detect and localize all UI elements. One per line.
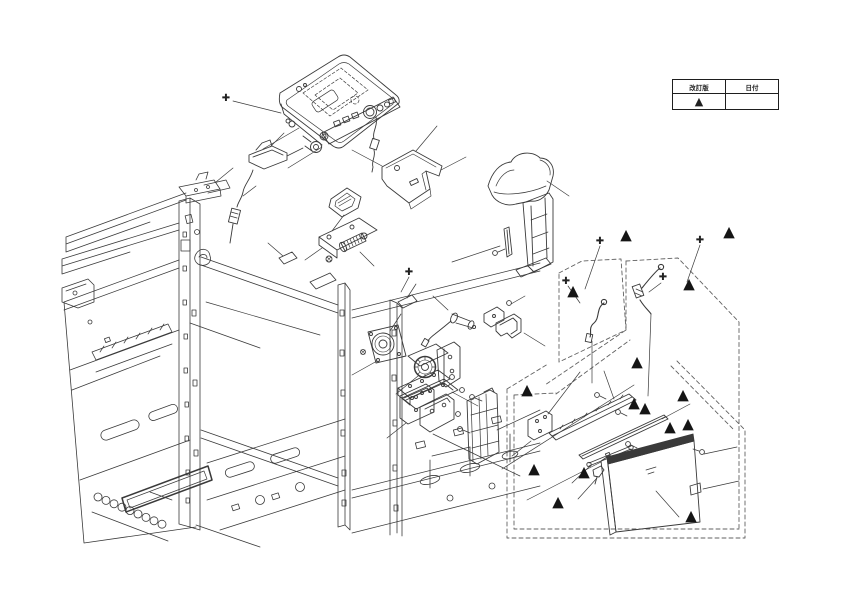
front-cover-assembly	[527, 393, 702, 536]
screw	[449, 374, 455, 380]
small-parts-cluster	[420, 306, 522, 348]
motor-mount-assembly	[278, 149, 443, 309]
speaker	[371, 332, 395, 356]
screw	[457, 426, 471, 434]
screw	[615, 409, 628, 417]
button-band	[321, 96, 401, 145]
panel-cable	[373, 116, 377, 140]
screw	[506, 300, 512, 306]
panel-buttons	[319, 97, 396, 141]
screw-heads	[360, 248, 705, 455]
bracket-channel	[522, 192, 554, 273]
region-left	[558, 258, 627, 363]
u-bracket	[495, 313, 522, 339]
operation-panel	[278, 54, 401, 173]
screw	[594, 392, 607, 400]
inner-cover	[466, 389, 500, 465]
region-outer	[506, 360, 746, 539]
front-cover	[607, 440, 701, 533]
side-cover-bracket	[487, 152, 554, 278]
revision-col-header: 改訂版	[672, 79, 726, 94]
screw	[625, 441, 638, 449]
cover-bracket	[399, 383, 435, 425]
clip-part	[278, 251, 298, 265]
panel-support-bracket	[381, 149, 443, 204]
dashed-regions	[506, 257, 746, 539]
damper-roller	[450, 312, 458, 324]
revision-table: 改訂版 日付 ▲	[672, 79, 779, 110]
connector-cable	[236, 169, 254, 208]
date-col-header: 日付	[725, 79, 779, 94]
revision-marker-cell: ▲	[672, 93, 726, 110]
motor-plate	[318, 217, 378, 259]
support-rail	[578, 414, 669, 460]
screw	[360, 349, 366, 355]
screw	[459, 387, 465, 393]
gear-pulley	[413, 355, 437, 379]
screw	[455, 411, 461, 417]
cover-label	[689, 482, 702, 496]
leader-lines	[205, 100, 740, 518]
lower-plate	[401, 378, 459, 410]
top-rail	[548, 393, 637, 441]
panel-hidden-lines	[302, 67, 369, 117]
panel-bracket-and-cable	[227, 139, 288, 244]
speaker-assembly	[367, 324, 407, 364]
screw	[469, 394, 483, 402]
strip-plate	[503, 226, 513, 258]
harness-cables	[584, 263, 665, 343]
guide-funnel	[328, 187, 362, 218]
left-harness	[589, 302, 605, 338]
roller-wire	[427, 320, 452, 342]
screw	[492, 248, 506, 256]
main-chassis-frame	[61, 171, 541, 548]
inner-cover-assembly	[399, 383, 500, 465]
date-cell	[725, 93, 779, 110]
gear-bracket-cluster	[397, 341, 461, 433]
drive-motor	[339, 232, 368, 253]
hinge-bracket	[419, 393, 455, 433]
region-right-top	[625, 257, 740, 529]
feed-rollers	[93, 492, 167, 529]
screw	[692, 448, 705, 455]
hinge-plate	[527, 410, 553, 441]
